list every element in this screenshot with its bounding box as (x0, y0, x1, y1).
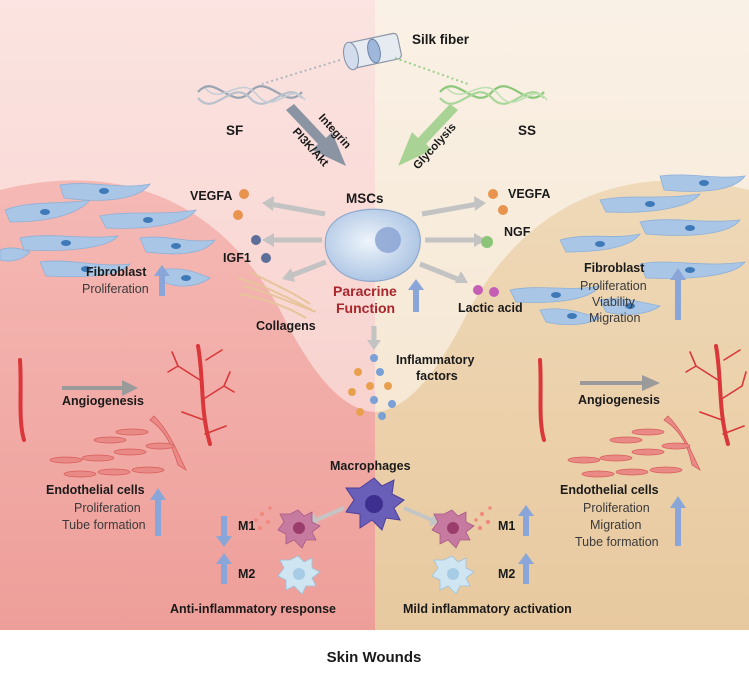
right-ngf-dot (481, 236, 493, 248)
macrophage-nucleus-icon (365, 495, 383, 513)
integrin-arrow (286, 104, 346, 166)
left-m2-up-arrow (216, 553, 232, 584)
collagens-fibers-icon (237, 271, 317, 319)
right-vegfa-dot (488, 189, 498, 199)
macrophages-label: Macrophages (330, 459, 411, 473)
left-fibroblast-item: Proliferation (82, 282, 149, 296)
footer-band (0, 630, 749, 675)
left-endothelial-up-arrow (150, 488, 166, 536)
left-angiogenesis-label: Angiogenesis (62, 394, 144, 408)
glycolysis-arrow (398, 104, 458, 166)
left-endothelial-label: Endothelial cells (46, 483, 145, 497)
right-lactic-dot (489, 287, 499, 297)
right-lactic-dot (473, 285, 483, 295)
right-m2-cell-icon (431, 555, 475, 595)
left-m1-cell-icon (277, 509, 321, 549)
right-endothelial-item: Migration (590, 518, 641, 532)
right-fibroblast-label: Fibroblast (584, 261, 645, 275)
left-fibroblast-up-arrow (154, 265, 170, 296)
skin-wounds-title: Skin Wounds (327, 649, 422, 666)
msc-nucleus-icon (375, 227, 401, 253)
mscs-label: MSCs (346, 191, 384, 206)
right-m1-cell-icon (431, 509, 475, 549)
left-fibroblast-label: Fibroblast (86, 265, 147, 279)
paracrine-label-2: Function (336, 300, 395, 316)
paracrine-up-arrow (408, 279, 424, 312)
left-tissue (0, 180, 375, 630)
msc-cell-icon (324, 208, 421, 282)
left-igf1-dot (261, 253, 271, 263)
silk-fiber-icon (343, 32, 402, 71)
right-endothelial-up-arrow (670, 496, 686, 546)
right-endothelial-item: Proliferation (583, 501, 650, 515)
left-endothelial-item: Tube formation (62, 518, 146, 532)
right-blood-vessel-icon (538, 344, 747, 446)
right-vegfa-label: VEGFA (508, 187, 550, 201)
paracrine-arrows (269, 201, 479, 342)
right-fibroblast-nuclei (551, 180, 709, 319)
left-m1-down-arrow (216, 516, 232, 547)
right-angiogenesis-label: Angiogenesis (578, 393, 660, 407)
inflammatory-label-1: Inflammatory (396, 353, 475, 367)
inflammatory-label-2: factors (416, 369, 458, 383)
ss-label: SS (518, 123, 536, 138)
left-m2-cell-icon (277, 555, 321, 595)
right-m1-label: M1 (498, 519, 515, 533)
left-m2-label: M2 (238, 567, 255, 581)
right-m2-label: M2 (498, 567, 515, 581)
left-fibroblast-nuclei (40, 188, 191, 281)
left-response-label: Anti-inflammatory response (170, 602, 336, 616)
right-vegfa-dot (498, 205, 508, 215)
left-m1-particles (254, 506, 272, 531)
right-ngf-label: NGF (504, 225, 531, 239)
macrophage-polarization-arrows (315, 506, 433, 522)
collagens-label: Collagens (256, 319, 316, 333)
left-angiogenesis-arrow (62, 380, 138, 396)
right-fibroblast-item: Proliferation (580, 279, 647, 293)
left-endothelial-cells-icon (49, 415, 187, 478)
right-fibroblast-up-arrow (670, 268, 686, 320)
left-vegfa-label: VEGFA (190, 189, 232, 203)
paracrine-label-1: Paracrine (333, 283, 397, 299)
ss-helix-icon (439, 85, 548, 105)
sf-label: SF (226, 123, 243, 138)
left-vegfa-dot (239, 189, 249, 199)
paracrine-arrowheads (262, 196, 486, 350)
right-endothelial-cells-icon (567, 415, 701, 478)
right-m1-up-arrow (518, 505, 534, 536)
left-igf1-label: IGF1 (223, 251, 251, 265)
sf-dotted-link (261, 59, 341, 85)
inflammatory-factor-particles (348, 354, 396, 420)
right-tissue (375, 180, 749, 630)
right-angiogenesis-arrow (580, 375, 660, 391)
right-response-label: Mild inflammatory activation (403, 602, 572, 616)
right-endothelial-label: Endothelial cells (560, 483, 659, 497)
left-endothelial-item: Proliferation (74, 501, 141, 515)
right-fibroblast-item: Migration (589, 311, 640, 325)
left-vegfa-dot (233, 210, 243, 220)
left-blood-vessel-icon (18, 344, 235, 446)
right-endothelial-item: Tube formation (575, 535, 659, 549)
silk-fiber-label: Silk fiber (412, 32, 470, 47)
right-m1-particles (474, 506, 492, 531)
left-m1-label: M1 (238, 519, 255, 533)
right-lactic-label: Lactic acid (458, 301, 523, 315)
sf-helix-icon (197, 85, 306, 105)
right-m2-up-arrow (518, 553, 534, 584)
left-igf1-dot (251, 235, 261, 245)
right-fibroblast-item: Viability (592, 295, 636, 309)
